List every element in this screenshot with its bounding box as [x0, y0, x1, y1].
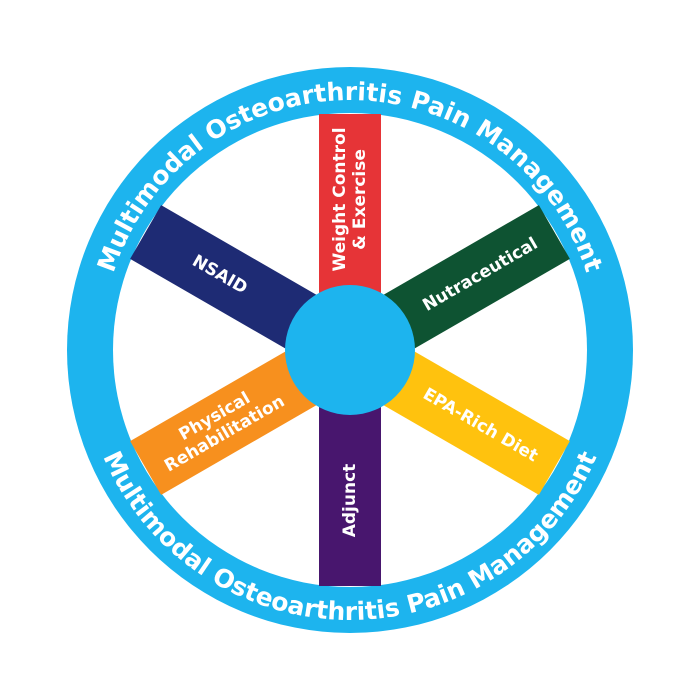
spoke-adjunct-label: Adjunct	[340, 464, 360, 538]
spoke-adjunct-label-line: Adjunct	[340, 464, 360, 538]
wheel-hub	[285, 285, 415, 415]
spoke-weight-label-line: Weight Control	[330, 127, 350, 271]
spoke-weight-label-line: & Exercise	[350, 149, 370, 250]
spoke-weight-label: Weight Control& Exercise	[330, 127, 370, 271]
